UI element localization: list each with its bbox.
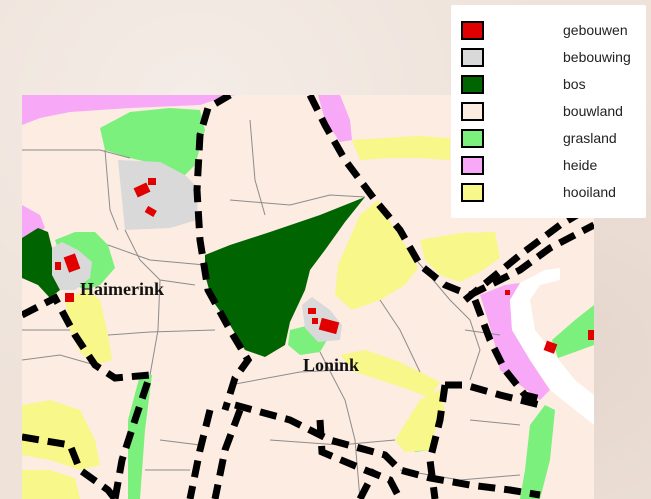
legend-item-bouwland: bouwland bbox=[461, 102, 641, 124]
grasland-bottom-strip bbox=[128, 375, 152, 499]
legend-label: bouwland bbox=[563, 103, 623, 119]
gebouw bbox=[144, 205, 157, 217]
legend-item-hooiland: hooiland bbox=[461, 183, 641, 205]
gebouw bbox=[543, 340, 558, 354]
legend-label: hooiland bbox=[563, 184, 616, 200]
hooiland-bottom-left-2 bbox=[22, 470, 80, 499]
place-label-haimerink: Haimerink bbox=[80, 279, 164, 299]
gebouw bbox=[318, 317, 340, 335]
legend-swatch-heide bbox=[461, 156, 484, 175]
map-area[interactable]: Haimerink Lonink bbox=[22, 95, 594, 499]
place-label-lonink: Lonink bbox=[303, 355, 360, 375]
grasland-right bbox=[552, 305, 594, 358]
bos-main bbox=[205, 197, 365, 357]
legend-swatch-gebouwen bbox=[461, 21, 484, 40]
gebouw bbox=[308, 308, 316, 314]
legend-label: bebouwing bbox=[563, 49, 631, 65]
hooiland-left bbox=[65, 290, 112, 365]
gebouw bbox=[63, 253, 81, 273]
heide-parcel-top bbox=[22, 95, 235, 125]
gebouw bbox=[588, 330, 594, 340]
legend-swatch-bos bbox=[461, 75, 484, 94]
hooiland-center bbox=[340, 350, 440, 398]
boundary-lines bbox=[22, 95, 594, 499]
legend-label: heide bbox=[563, 157, 598, 173]
legend-item-bebouwing: bebouwing bbox=[461, 48, 641, 70]
gebouw bbox=[133, 182, 151, 198]
legend-swatch-bouwland bbox=[461, 102, 484, 121]
legend: gebouwen bebouwing bos bouwland grasland heid… bbox=[451, 5, 646, 218]
legend-label: bos bbox=[563, 76, 586, 92]
legend-item-gebouwen: gebouwen bbox=[461, 21, 641, 43]
hooiland-top-right bbox=[352, 136, 450, 160]
legend-label: gebouwen bbox=[563, 22, 628, 38]
hooiland-bottom-left bbox=[22, 400, 100, 470]
land-use-map bbox=[22, 95, 594, 499]
legend-label: grasland bbox=[563, 130, 617, 146]
grasland-top bbox=[100, 108, 205, 175]
road bbox=[510, 268, 594, 425]
bos-left bbox=[22, 228, 60, 298]
bebouwing-top bbox=[118, 160, 198, 230]
legend-item-grasland: grasland bbox=[461, 129, 641, 151]
hooiland-center-right bbox=[335, 200, 418, 310]
heide-parcel-right bbox=[480, 283, 550, 400]
gebouw bbox=[55, 262, 61, 270]
legend-swatch-hooiland bbox=[461, 183, 484, 202]
parcel-lines bbox=[22, 119, 521, 499]
gebouw bbox=[148, 178, 156, 185]
hooiland-right bbox=[420, 232, 500, 282]
gebouw bbox=[312, 318, 318, 324]
gebouwen-group bbox=[55, 178, 594, 354]
legend-swatch-bebouwing bbox=[461, 48, 484, 67]
legend-item-bos: bos bbox=[461, 75, 641, 97]
legend-item-heide: heide bbox=[461, 156, 641, 178]
gebouw bbox=[65, 293, 74, 302]
heide-parcel-top-right bbox=[318, 95, 352, 142]
grasland-bottom-right bbox=[520, 405, 555, 499]
legend-swatch-grasland bbox=[461, 129, 484, 148]
gebouw bbox=[505, 290, 510, 295]
